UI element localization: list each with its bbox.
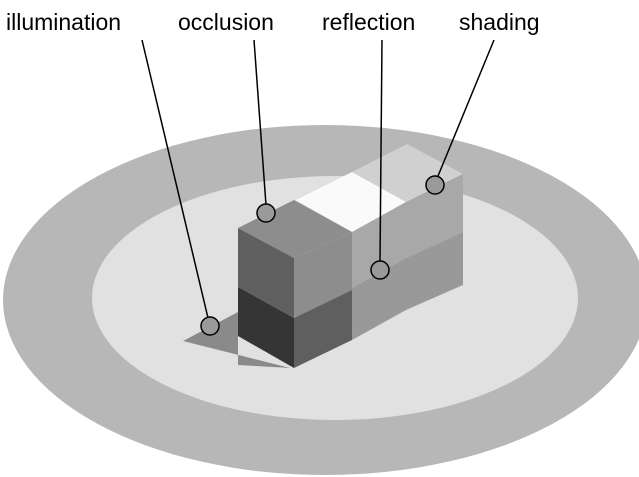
- cast-shadow: [183, 312, 290, 368]
- reflection-marker: [370, 260, 390, 280]
- reflection-label: reflection: [322, 9, 416, 35]
- lit-top-face: [296, 172, 406, 232]
- left-block-lower-side: [294, 290, 352, 368]
- illumination-marker: [200, 316, 220, 336]
- left-block-upper-side: [294, 232, 352, 318]
- shading-leader: [437, 39, 495, 177]
- right-block-upper-side: [406, 174, 463, 258]
- right-block-lower-side: [406, 232, 463, 310]
- occlusion-label: occlusion: [178, 9, 274, 35]
- middle-block-lower: [352, 258, 406, 340]
- occlusion-leader: [253, 39, 267, 206]
- left-block-lower-front: [238, 287, 294, 368]
- left-block-upper-front: [238, 228, 294, 318]
- shading-marker: [425, 175, 445, 195]
- middle-block-side: [352, 202, 406, 288]
- reflection-leader: [379, 39, 383, 263]
- illumination-leader: [141, 39, 209, 319]
- illumination-label: illumination: [6, 9, 122, 35]
- shading-label: shading: [459, 9, 540, 35]
- occlusion-marker: [256, 203, 276, 223]
